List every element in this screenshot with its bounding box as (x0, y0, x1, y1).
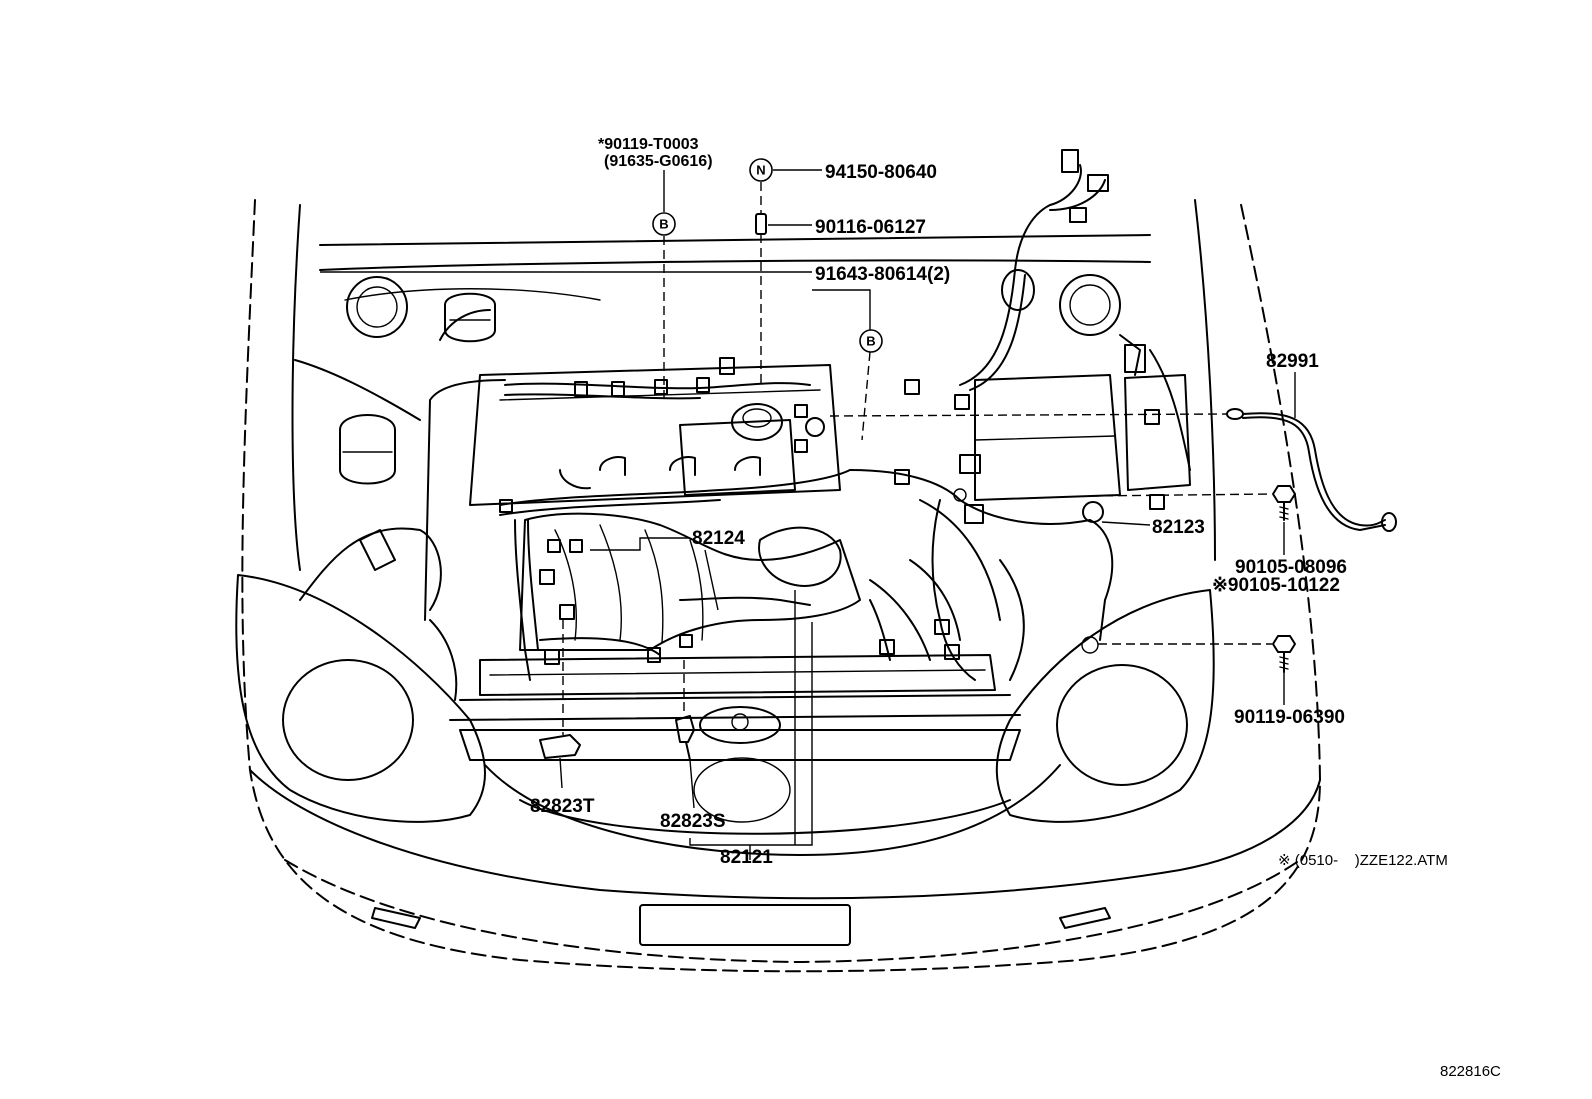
bolt-06390-icon (1272, 635, 1296, 673)
vehicle-body-outline (241, 199, 1321, 973)
mark-b-top: B (652, 212, 676, 236)
mark-b-clamp: B (859, 329, 883, 353)
svg-text:N: N (756, 163, 765, 178)
label-bolt-top: 90116-06127 (815, 217, 926, 238)
connector-82823s-icon (675, 715, 695, 761)
label-nut-n: 94150-80640 (825, 162, 937, 183)
left-headlamp (235, 574, 486, 823)
label-10122: ※90105-10122 (1212, 575, 1340, 596)
wiring-harness (424, 149, 1165, 681)
connector-82823t-icon (539, 734, 581, 759)
figure-code: 822816C (1440, 1063, 1501, 1080)
label-82124: 82124 (692, 528, 745, 549)
svg-text:B: B (866, 334, 875, 349)
bolt-06127-icon (755, 213, 767, 235)
label-82123: 82123 (1152, 517, 1205, 538)
label-82823t: 82823T (530, 796, 595, 817)
label-08096: 90105-08096 (1235, 557, 1347, 578)
applicability-note: ※ (0510- )ZZE122.ATM (1278, 852, 1448, 869)
svg-text:B: B (659, 217, 668, 232)
label-82121: 82121 (720, 847, 773, 868)
engine-components (299, 292, 1191, 744)
label-star-bolt: *90119-T0003 (598, 136, 699, 153)
right-headlamp (995, 589, 1215, 823)
part-labels: *90119-T0003 (91635-G0616) 94150-80640 9… (530, 136, 1501, 1080)
ground-cable-82991 (1226, 408, 1397, 532)
label-alt-bolt: (91635-G0616) (604, 153, 713, 170)
label-82823s: 82823S (660, 811, 726, 832)
mark-n: N (749, 158, 773, 182)
label-82991: 82991 (1266, 351, 1319, 372)
label-06390: 90119-06390 (1234, 707, 1345, 728)
bolt-08096-icon (1272, 485, 1296, 521)
leader-lines (320, 169, 1296, 860)
label-clamp: 91643-80614(2) (815, 264, 950, 285)
